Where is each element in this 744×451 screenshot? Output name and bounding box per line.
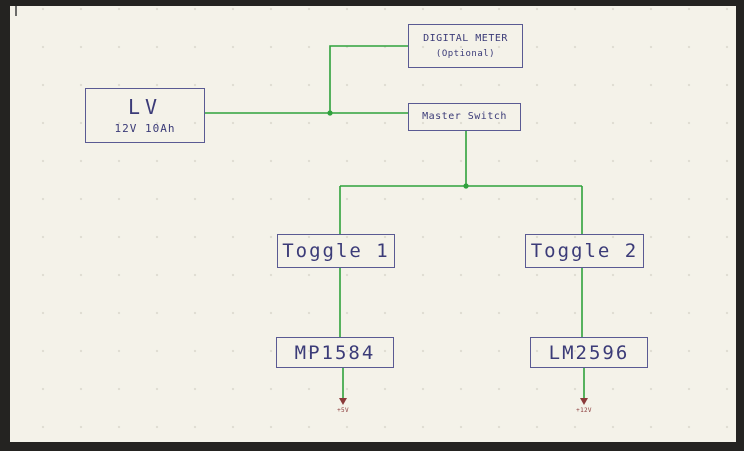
block-toggle-1-title: Toggle 1 [282,240,390,262]
block-digital-meter[interactable]: DIGITAL METER (Optional) [408,24,523,68]
block-battery-title: LV [127,95,163,119]
block-master-switch-title: Master Switch [422,111,507,122]
block-mp1584[interactable]: MP1584 [276,337,394,368]
block-master-switch[interactable]: Master Switch [408,103,521,131]
sheet-corner-tick [15,6,17,16]
block-battery-subtitle: 12V 10Ah [114,122,176,135]
block-lm2596-title: LM2596 [548,341,630,364]
block-lm2596[interactable]: LM2596 [530,337,648,368]
block-toggle-2-title: Toggle 2 [530,240,639,262]
block-digital-meter-subtitle: (Optional) [435,48,496,59]
block-battery[interactable]: LV 12V 10Ah [85,88,205,143]
power-label-5v: +5V [337,407,349,414]
block-mp1584-title: MP1584 [294,341,376,364]
block-digital-meter-title: DIGITAL METER [423,32,508,44]
block-toggle-1[interactable]: Toggle 1 [277,234,395,268]
power-label-12v: +12V [576,407,592,414]
block-toggle-2[interactable]: Toggle 2 [525,234,644,268]
schematic-sheet[interactable] [10,6,736,442]
